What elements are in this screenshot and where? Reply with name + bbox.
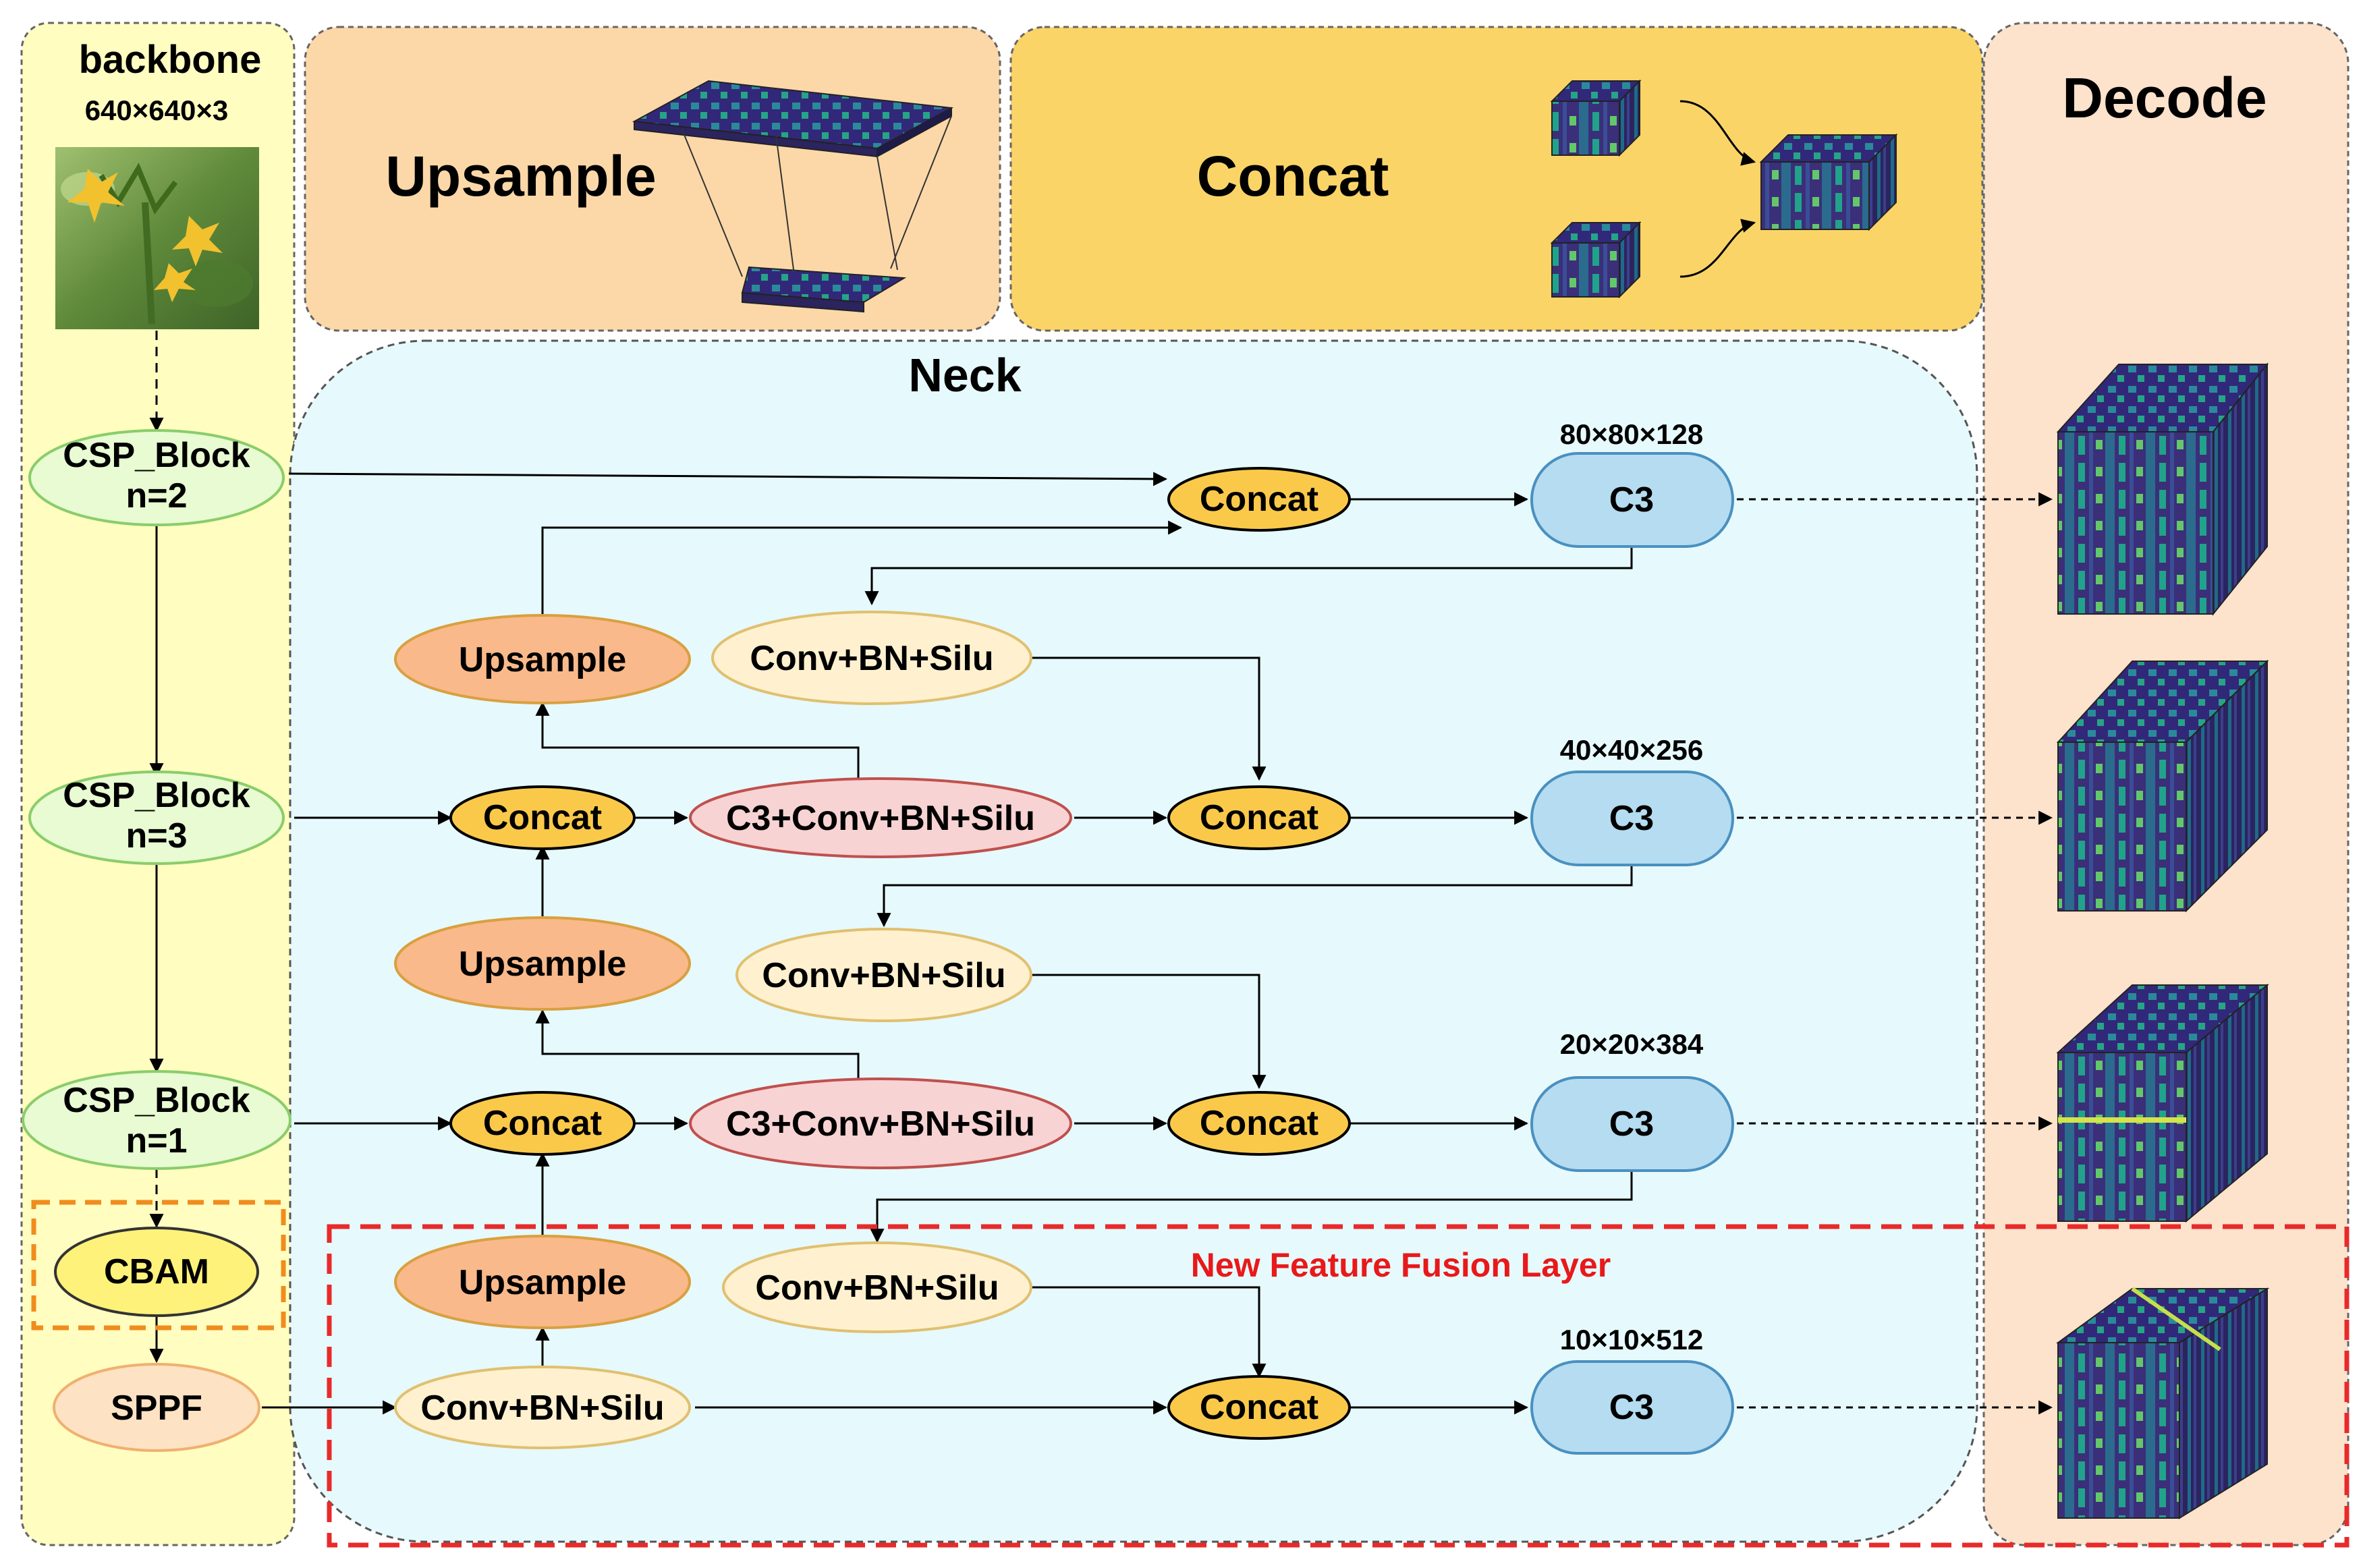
size-label-20: 20×20×384 [1560,1028,1704,1060]
csp-block-n1-line1: CSP_Block [63,1081,250,1120]
arrow-conv2-to-concat3b [1031,974,1267,1090]
arrow-conv1-to-concat2b [1031,656,1267,781]
cbam-highlight-box [31,1200,286,1331]
decode-cube-20 [2056,983,2269,1223]
conv-node-2[interactable]: Conv+BN+Silu [735,928,1032,1022]
neck-panel [289,339,1978,1543]
sppf-node[interactable]: SPPF [53,1363,260,1452]
conv-node-4[interactable]: Conv+BN+Silu [394,1366,691,1449]
c3-node-1[interactable]: C3 [1530,452,1734,548]
csp-block-n3[interactable]: CSP_Block n=3 [28,771,285,865]
concat-node-1[interactable]: Concat [1167,467,1351,532]
upsample-node-2[interactable]: Upsample [394,916,691,1011]
concat-cube-b [1550,221,1642,299]
concat-legend-panel [1009,26,1984,332]
input-size-label: 640×640×3 [85,94,229,126]
c3-node-2[interactable]: C3 [1530,771,1734,866]
concat-node-2a[interactable]: Concat [449,785,636,850]
c3conv-node-2[interactable]: C3+Conv+BN+Silu [689,777,1072,858]
arrow-csp1-to-concat1 [288,472,1168,486]
concat-arrow-top [1679,100,1756,166]
upsample-illustration [632,80,954,313]
c3-label-4: C3 [1609,1388,1654,1427]
c3-label-2: C3 [1609,799,1654,838]
concat-label-2b: Concat [1200,798,1318,837]
upsample-label-3: Upsample [459,1263,627,1302]
conv-node-3[interactable]: Conv+BN+Silu [722,1241,1032,1333]
neck-panel-bg [289,339,1978,1543]
concat-label-3b: Concat [1200,1104,1318,1143]
upsample-legend-title: Upsample [385,144,656,208]
concat-illustration [1550,79,1898,299]
concat-label-4: Concat [1200,1388,1318,1427]
csp-block-n3-line2: n=3 [126,816,187,856]
concat-node-3b[interactable]: Concat [1167,1091,1351,1156]
arrow-c3-3-to-conv3 [870,1171,1633,1243]
concat-cube-merged [1759,133,1898,231]
conv-node-1[interactable]: Conv+BN+Silu [711,611,1032,705]
decode-cube-80 [2056,362,2269,616]
c3conv-label-2: C3+Conv+BN+Silu [726,799,1035,838]
size-label-40: 40×40×256 [1560,734,1704,766]
upsample-label-1: Upsample [459,640,627,679]
neck-title: Neck [908,349,1021,401]
c3-label-1: C3 [1609,480,1654,520]
fusion-layer-box [327,1224,2350,1548]
conv-label-1: Conv+BN+Silu [750,639,993,678]
c3conv-node-3[interactable]: C3+Conv+BN+Silu [689,1077,1072,1169]
upsample-label-2: Upsample [459,945,627,984]
conv-label-3: Conv+BN+Silu [755,1268,999,1308]
c3-node-3[interactable]: C3 [1530,1076,1734,1172]
arrow-c3conv2-to-upsample1 [535,701,860,779]
backbone-title: backbone [79,38,262,82]
concat-legend-title: Concat [1197,144,1389,208]
c3conv-label-3: C3+Conv+BN+Silu [726,1104,1035,1144]
concat-node-2b[interactable]: Concat [1167,785,1351,850]
fusion-layer-label: New Feature Fusion Layer [1191,1246,1611,1284]
conv-label-2: Conv+BN+Silu [762,956,1005,995]
sppf-label: SPPF [111,1389,202,1428]
size-label-80: 80×80×128 [1560,418,1704,450]
size-label-10: 10×10×512 [1560,1324,1704,1355]
decode-cube-40 [2056,659,2269,913]
input-image [55,147,259,329]
csp-block-n2-line1: CSP_Block [63,436,250,475]
upsample-node-3[interactable]: Upsample [394,1235,691,1329]
arrow-c3-1-to-conv1 [864,547,1633,606]
csp-block-n1[interactable]: CSP_Block n=1 [22,1070,291,1170]
concat-legend-bg [1009,26,1984,332]
csp-block-n3-line1: CSP_Block [63,776,250,815]
concat-label-3a: Concat [483,1104,602,1143]
concat-node-3a[interactable]: Concat [449,1091,636,1156]
decode-title: Decode [2062,66,2267,130]
arrow-c3conv3-to-upsample2 [535,1009,860,1088]
cbam-node[interactable]: CBAM [54,1227,259,1317]
csp-block-n2-line2: n=2 [126,476,187,515]
flower-shapes [67,169,223,302]
concat-arrow-bottom [1679,219,1756,278]
concat-node-4[interactable]: Concat [1167,1375,1351,1440]
upsample-node-1[interactable]: Upsample [394,614,691,704]
decode-cube-10 [2055,1287,2270,1519]
cbam-label: CBAM [104,1252,209,1291]
arrow-upsample1-to-concat1 [541,520,1183,615]
c3-node-4[interactable]: C3 [1530,1360,1734,1455]
connectors [149,331,2053,1415]
csp-block-n1-line2: n=1 [126,1121,187,1160]
arrow-conv3-to-concat4 [1031,1286,1267,1378]
csp-block-n2[interactable]: CSP_Block n=2 [28,429,285,526]
c3-label-3: C3 [1609,1104,1654,1144]
concat-label-1: Concat [1200,480,1318,519]
concat-label-2a: Concat [483,798,602,837]
concat-cube-a [1550,79,1642,157]
arrow-c3-2-to-conv2 [877,864,1633,928]
conv-label-4: Conv+BN+Silu [420,1389,664,1428]
